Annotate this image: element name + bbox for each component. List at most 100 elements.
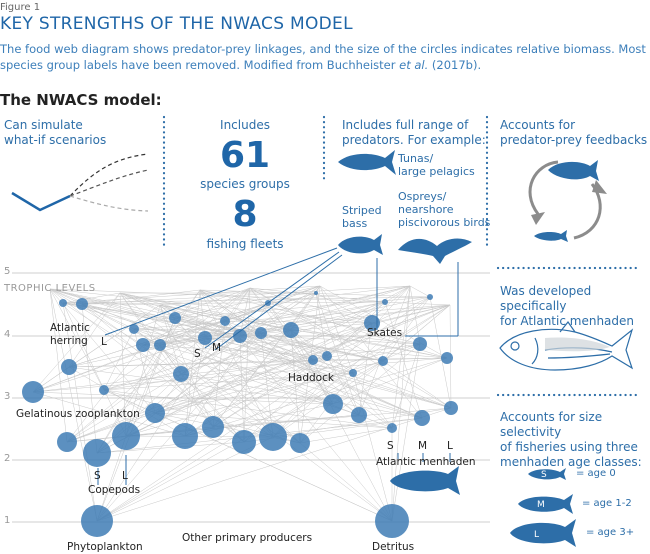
web-node: [290, 433, 310, 453]
tuna-icon: [338, 150, 396, 175]
size-line3: menhaden age classes:: [500, 455, 642, 469]
level-3: 3: [4, 391, 11, 402]
ospreys-line1: Ospreys/: [398, 190, 447, 203]
web-link: [312, 304, 451, 361]
web-node: [220, 316, 230, 326]
caption-etal: et al.: [399, 58, 429, 72]
web-link: [125, 304, 161, 437]
tunas-label: Tunas/ large pelagics: [398, 152, 475, 178]
web-link: [429, 296, 452, 409]
web-link: [133, 328, 393, 429]
web-node: [76, 298, 88, 310]
web-link: [81, 289, 201, 305]
legend-letter-m: M: [537, 500, 545, 510]
menhaden-line1: Was developed specifically: [500, 284, 592, 313]
legend-fish-large-icon: [510, 519, 576, 547]
ospreys-line2: nearshore: [398, 203, 454, 216]
web-node: [414, 410, 430, 426]
legend-age3: = age 3+: [586, 527, 635, 538]
web-node: [259, 423, 287, 451]
feedbacks-line2: predator-prey feedbacks: [500, 133, 648, 147]
web-link: [81, 303, 241, 337]
web-link: [49, 288, 452, 409]
fleet-label: fishing fleets: [206, 237, 284, 251]
whatif-sketch: [11, 153, 149, 212]
dotted-separators: [162, 115, 642, 397]
web-node: [314, 291, 318, 295]
web-link: [96, 317, 176, 522]
web-link: [96, 287, 251, 522]
web-link: [352, 372, 393, 429]
web-link: [382, 304, 451, 362]
web-node: [323, 394, 343, 414]
web-link: [66, 322, 373, 443]
figure-title: KEY STRENGTHS OF THE NWACS MODEL: [0, 14, 353, 34]
web-link: [319, 285, 423, 419]
web-link: [159, 304, 448, 359]
web-link: [159, 304, 182, 375]
web-link: [142, 287, 251, 346]
web-link: [299, 442, 393, 522]
web-node: [283, 322, 299, 338]
legend-fish-small-icon: [528, 468, 566, 480]
legend-letter-l: L: [534, 530, 539, 540]
web-node: [198, 331, 212, 345]
web-link: [212, 320, 226, 428]
label-haddock: Haddock: [288, 372, 334, 384]
web-link: [384, 301, 451, 306]
legend-age12: = age 1-2: [582, 498, 632, 509]
caption-end: (2017b).: [428, 58, 482, 72]
menhaden-panel: Was developed specifically for Atlantic …: [500, 284, 650, 329]
web-link: [319, 285, 354, 374]
label-skates: Skates: [367, 327, 403, 339]
web-link: [68, 304, 161, 368]
predators-line1: Includes full range of: [342, 118, 469, 132]
feedbacks-panel: Accounts for predator-prey feedbacks: [500, 118, 647, 148]
web-node: [387, 423, 397, 433]
menhaden-web-icon: [390, 466, 460, 495]
web-node: [145, 403, 165, 423]
web-node: [136, 338, 150, 352]
web-node: [59, 299, 67, 307]
label-menhaden-s: S: [387, 440, 394, 452]
web-node: [322, 351, 332, 361]
web-link: [103, 304, 451, 391]
label-copepods-s: S: [94, 470, 101, 482]
web-link: [409, 285, 431, 298]
web-link: [103, 372, 354, 391]
web-link: [96, 344, 161, 454]
label-bass-s: S: [194, 348, 201, 360]
striped-bass-icon: [338, 234, 383, 255]
label-atlantic-menhaden: Atlantic menhaden: [376, 456, 476, 468]
web-link: [180, 285, 321, 375]
web-link: [199, 289, 206, 339]
web-node: [22, 381, 44, 403]
web-node: [233, 329, 247, 343]
level-4: 4: [4, 329, 11, 340]
level-1: 1: [4, 515, 11, 526]
web-link: [81, 303, 182, 375]
web-node: [382, 299, 388, 305]
web-link: [159, 304, 354, 374]
web-link: [49, 288, 241, 337]
web-link: [49, 288, 386, 303]
web-link: [267, 285, 411, 304]
web-link: [62, 285, 321, 304]
web-link: [62, 302, 98, 522]
web-link: [96, 289, 201, 454]
whatif-line2: what-if scenarios: [4, 133, 107, 147]
label-herring-l: L: [101, 336, 107, 348]
legend-fish-letters: S M L: [534, 470, 547, 540]
tunas-line1: Tunas/: [398, 152, 434, 165]
web-link: [81, 303, 98, 454]
size-panel: Accounts for size selectivity of fisheri…: [500, 410, 650, 470]
web-link: [103, 389, 393, 429]
web-link: [62, 296, 431, 304]
web-link: [272, 285, 411, 438]
web-link: [249, 287, 386, 303]
web-link: [199, 289, 393, 429]
web-node: [375, 504, 409, 538]
web-link: [62, 292, 121, 304]
striped-line2: bass: [342, 217, 368, 230]
web-node: [427, 294, 433, 300]
